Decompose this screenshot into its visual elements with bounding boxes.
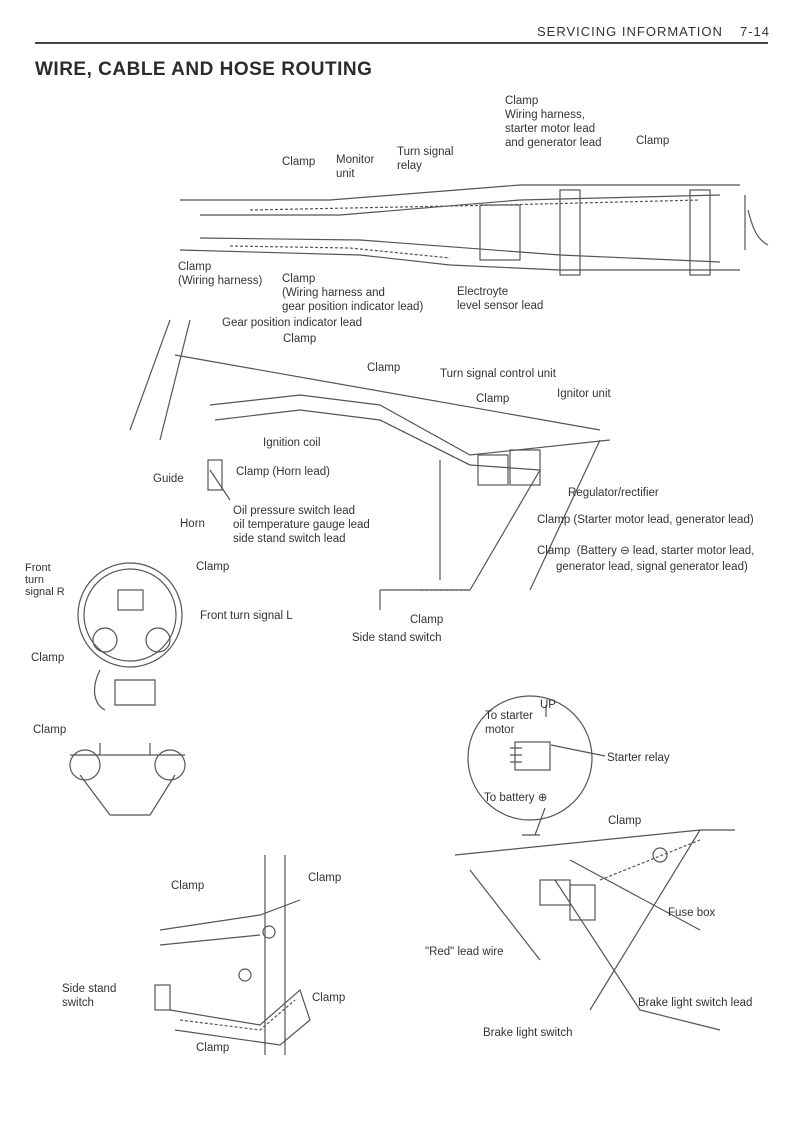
label-clamp: Clamp: [636, 135, 670, 147]
label-clamp: Clamp: [476, 393, 510, 405]
label-clamp: Clamp: [410, 614, 444, 626]
label-brake-light-switch-lead: Brake light switch lead: [638, 997, 753, 1009]
label-starter-relay: Starter relay: [607, 752, 670, 764]
label-clamp: Clamp: [608, 815, 642, 827]
label-turn-signal-relay: Turn signal relay: [397, 146, 454, 172]
side-stand-frame: [154, 855, 311, 1055]
label-clamp: Clamp: [171, 880, 205, 892]
rear-frame: [454, 829, 735, 1031]
label-clamp: Clamp: [196, 1042, 230, 1054]
label-to-battery: To battery ⊕: [484, 792, 548, 804]
label-clamp-wiring-harness: Clamp Wiring harness, starter motor lead…: [505, 95, 602, 149]
handlebar-bracket: [69, 743, 186, 816]
label-red-lead-wire: "Red" lead wire: [425, 946, 504, 958]
label-side-stand-switch: Side stand switch: [62, 983, 117, 1009]
label-horn: Horn: [180, 518, 205, 530]
label-gear-position-lead: Gear position indicator lead: [222, 317, 362, 329]
page-title: WIRE, CABLE AND HOSE ROUTING: [35, 59, 373, 80]
label-to-starter-motor: To starter motor: [485, 710, 533, 736]
label-front-turn-signal-r: Front turn signal R: [25, 562, 65, 598]
label-clamp: Clamp: [282, 156, 316, 168]
label-electrolyte-sensor-lead: Electroyte level sensor lead: [457, 286, 544, 312]
header-rule: [35, 42, 768, 44]
label-clamp: Clamp: [33, 724, 67, 736]
label-clamp-battery-lead-cont: generator lead, signal generator lead): [556, 561, 748, 573]
label-up: UP: [540, 699, 556, 711]
top-view-frame: [179, 184, 769, 276]
label-regulator-rectifier: Regulator/rectifier: [568, 487, 659, 499]
label-clamp: Clamp: [367, 362, 401, 374]
label-clamp-battery-lead: Clamp (Battery ⊖ lead, starter motor lea…: [537, 545, 755, 557]
label-ignition-coil: Ignition coil: [263, 437, 321, 449]
label-clamp: Clamp: [308, 872, 342, 884]
label-clamp: Clamp: [312, 992, 346, 1004]
label-clamp-wiring-harness: Clamp (Wiring harness): [178, 261, 263, 287]
label-side-stand-switch: Side stand switch: [352, 632, 442, 644]
page-number: 7-14: [740, 24, 771, 39]
label-clamp-starter-generator: Clamp (Starter motor lead, generator lea…: [537, 514, 754, 526]
label-clamp-gear-position: Clamp (Wiring harness and gear position …: [282, 273, 424, 313]
starter-relay-inset: [467, 695, 606, 836]
label-clamp: Clamp: [283, 333, 317, 345]
section-header: SERVICING INFORMATION: [537, 24, 723, 39]
label-guide: Guide: [153, 473, 184, 485]
label-clamp-horn-lead: Clamp (Horn lead): [236, 466, 330, 478]
label-brake-light-switch: Brake light switch: [483, 1027, 573, 1039]
side-view-frame: [129, 319, 611, 610]
label-clamp: Clamp: [31, 652, 65, 664]
label-fuse-box: Fuse box: [668, 907, 716, 919]
label-turn-signal-control-unit: Turn signal control unit: [440, 368, 556, 380]
label-ignitor-unit: Ignitor unit: [557, 388, 611, 400]
label-front-turn-signal-l: Front turn signal L: [200, 610, 293, 622]
label-monitor-unit: Monitor unit: [336, 154, 375, 180]
headlight-housing: [77, 562, 183, 711]
label-clamp: Clamp: [196, 561, 230, 573]
label-switch-leads: Oil pressure switch lead oil temperature…: [233, 505, 370, 545]
